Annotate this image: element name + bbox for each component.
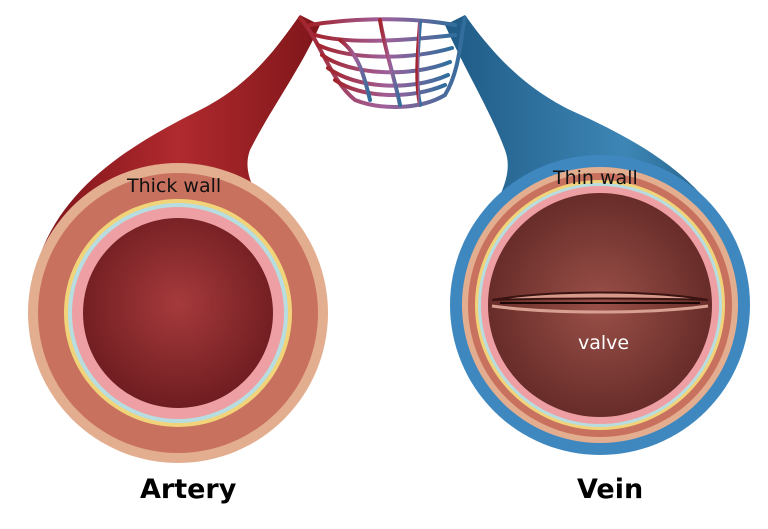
artery-wall-label: Thick wall [127, 175, 222, 197]
vein-wall-label: Thin wall [553, 167, 638, 189]
valve-label: valve [578, 332, 630, 354]
vein-cross-section [450, 155, 750, 455]
vein-title: Vein [577, 474, 644, 505]
valve-flaps [491, 291, 709, 314]
capillary-bed [298, 16, 467, 109]
artery-title: Artery [140, 474, 237, 505]
artery-cross-section [28, 163, 328, 463]
